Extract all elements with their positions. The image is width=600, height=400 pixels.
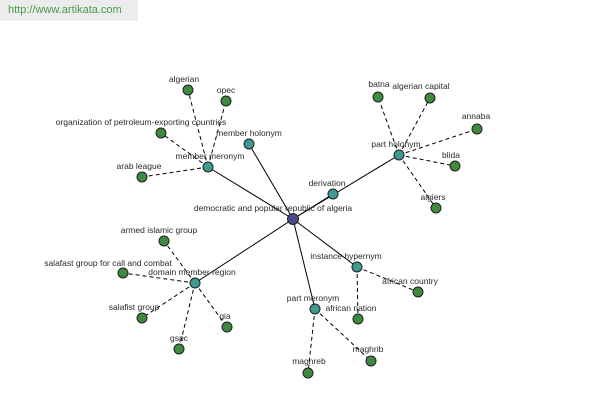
leaf-node-arab-league[interactable] bbox=[136, 171, 148, 183]
edge-part-meronym-to-maghrib bbox=[314, 308, 372, 362]
leaf-node-armed-islamic-group[interactable] bbox=[158, 235, 170, 247]
leaf-node-batna[interactable] bbox=[372, 91, 384, 103]
leaf-label-organization-of-petroleum-exporting-countries: organization of petroleum-exporting coun… bbox=[56, 117, 227, 127]
root-node[interactable] bbox=[287, 213, 299, 225]
edge-root-to-part-holonym bbox=[292, 154, 400, 220]
edge-domain-member-region-to-gspc bbox=[178, 282, 196, 350]
leaf-label-gspc: gspc bbox=[170, 333, 189, 343]
relation-node-part-holonym[interactable] bbox=[393, 149, 405, 161]
leaf-node-opec[interactable] bbox=[220, 95, 232, 107]
edge-member-meronym-to-organization-of-petroleum-exporting-countries bbox=[160, 132, 209, 168]
edges-layer bbox=[122, 89, 478, 374]
source-url-banner[interactable]: http://www.artikata.com bbox=[0, 0, 138, 21]
leaf-node-blida[interactable] bbox=[449, 160, 461, 172]
edge-root-to-part-meronym bbox=[292, 218, 316, 310]
relation-node-part-meronym[interactable] bbox=[309, 303, 321, 315]
leaf-label-batna: batna bbox=[368, 79, 390, 89]
edge-part-holonym-to-blida bbox=[398, 154, 456, 167]
leaf-label-algiers: algiers bbox=[420, 192, 445, 202]
leaf-node-maghrib[interactable] bbox=[365, 355, 377, 367]
leaf-node-gspc[interactable] bbox=[173, 343, 185, 355]
leaf-label-salafast-group-for-call-and-combat: salafast group for call and combat bbox=[44, 258, 172, 268]
edge-member-meronym-to-opec bbox=[207, 100, 227, 168]
edge-part-holonym-to-algiers bbox=[398, 154, 437, 209]
leaf-label-salafist-group: salafist group bbox=[109, 302, 160, 312]
leaf-node-organization-of-petroleum-exporting-countries[interactable] bbox=[155, 127, 167, 139]
edge-member-meronym-to-algerian bbox=[187, 89, 209, 168]
leaf-label-algerian-capital: algerian capital bbox=[392, 81, 449, 91]
edge-part-holonym-to-algerian-capital bbox=[398, 97, 431, 156]
leaf-label-african-country: african country bbox=[382, 276, 438, 286]
leaf-label-maghreb: maghreb bbox=[292, 356, 326, 366]
relation-label-domain-member-region: domain member region bbox=[148, 267, 236, 277]
leaf-node-salafist-group[interactable] bbox=[136, 312, 148, 324]
relation-node-domain-member-region[interactable] bbox=[189, 277, 201, 289]
leaf-node-gia[interactable] bbox=[221, 321, 233, 333]
leaf-label-arab-league: arab league bbox=[117, 161, 162, 171]
relation-label-member-holonym: member holonym bbox=[216, 128, 282, 138]
leaf-node-african-country[interactable] bbox=[412, 286, 424, 298]
edge-domain-member-region-to-gia bbox=[194, 282, 228, 328]
relation-label-member-meronym: member meronym bbox=[176, 151, 245, 161]
root-label: democratic and popular republic of alger… bbox=[194, 203, 353, 213]
leaf-label-opec: opec bbox=[217, 85, 236, 95]
edge-instance-hypernym-to-african-country bbox=[356, 266, 419, 293]
edge-root-to-instance-hypernym bbox=[292, 218, 358, 268]
nodes-layer bbox=[117, 84, 483, 379]
relation-label-part-holonym: part holonym bbox=[371, 139, 420, 149]
edge-root-to-member-meronym bbox=[207, 166, 294, 220]
leaf-label-gia: gia bbox=[219, 311, 231, 321]
leaf-node-african-nation[interactable] bbox=[352, 313, 364, 325]
relation-label-instance-hypernym: instance hypernym bbox=[310, 251, 381, 261]
leaf-node-salafast-group-for-call-and-combat[interactable] bbox=[117, 267, 129, 279]
edge-part-holonym-to-batna bbox=[377, 96, 400, 156]
edge-domain-member-region-to-salafist-group bbox=[141, 282, 196, 319]
leaf-label-blida: blida bbox=[442, 150, 460, 160]
leaf-node-annaba[interactable] bbox=[471, 123, 483, 135]
relation-node-member-holonym[interactable] bbox=[243, 138, 255, 150]
leaf-node-maghreb[interactable] bbox=[302, 367, 314, 379]
edge-root-to-member-holonym bbox=[248, 143, 294, 220]
edge-root-to-domain-member-region bbox=[194, 218, 294, 284]
leaf-label-armed-islamic-group: armed islamic group bbox=[121, 225, 198, 235]
edge-instance-hypernym-to-african-nation bbox=[356, 266, 359, 320]
edge-domain-member-region-to-armed-islamic-group bbox=[163, 240, 196, 284]
leaf-node-algiers[interactable] bbox=[430, 202, 442, 214]
relation-label-part-meronym: part meronym bbox=[287, 293, 339, 303]
relation-label-derivation: derivation bbox=[309, 178, 346, 188]
leaf-label-maghrib: maghrib bbox=[353, 344, 384, 354]
edge-domain-member-region-to-salafast-group-for-call-and-combat bbox=[122, 272, 196, 284]
relation-node-instance-hypernym[interactable] bbox=[351, 261, 363, 273]
relation-node-member-meronym[interactable] bbox=[202, 161, 214, 173]
leaf-node-algerian-capital[interactable] bbox=[424, 92, 436, 104]
leaf-label-algerian: algerian bbox=[169, 74, 200, 84]
leaf-label-african-nation: african nation bbox=[325, 303, 376, 313]
relation-node-derivation[interactable] bbox=[327, 188, 339, 200]
labels-layer: algerian opec organization of petroleum-ex… bbox=[44, 74, 490, 366]
edge-part-meronym-to-maghreb bbox=[307, 308, 316, 374]
leaf-label-annaba: annaba bbox=[462, 111, 491, 121]
leaf-node-algerian[interactable] bbox=[182, 84, 194, 96]
